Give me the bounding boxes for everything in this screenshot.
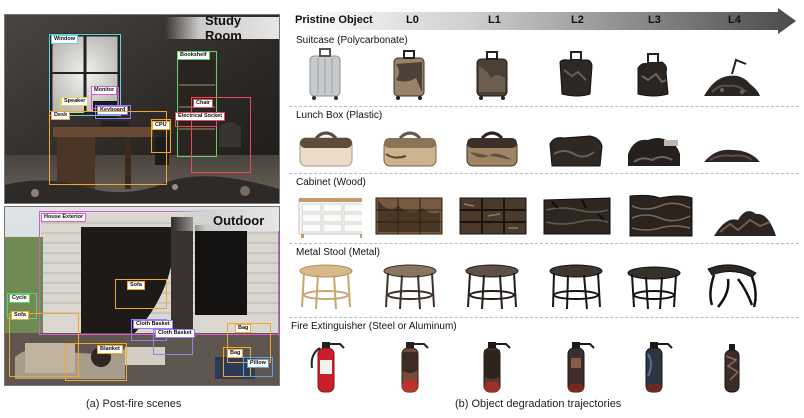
tag-bookshelf: Bookshelf — [177, 51, 210, 60]
outdoor-scene: House Exterior Sofa Cycle Sofa Cloth Bas… — [4, 206, 280, 386]
bbox-keyboard — [95, 105, 131, 119]
cabinet-pristine — [298, 198, 362, 238]
metal-stool-l3 — [627, 266, 681, 310]
metal-stool-pristine — [299, 264, 353, 310]
tag-blanket: Blanket — [97, 345, 123, 354]
tag-keyboard: Keyboard — [97, 106, 129, 115]
metal-stool-l2 — [549, 264, 603, 310]
degradation-arrow — [290, 8, 796, 34]
tag-speaker: Speaker — [61, 97, 89, 106]
row-separator — [289, 317, 799, 318]
tag-cpu: CPU — [152, 121, 170, 130]
col-head-l4: L4 — [728, 14, 741, 26]
suitcase-pristine — [309, 48, 341, 100]
tag-bag-1: Bag — [235, 324, 252, 333]
suitcase-l4 — [704, 58, 760, 96]
tag-chair: Chair — [193, 99, 214, 108]
tag-window: Window — [51, 35, 79, 44]
tag-bag-2: Bag — [227, 349, 244, 358]
tag-sofa-upper: Sofa — [127, 281, 145, 290]
bbox-blanket — [65, 343, 127, 381]
suitcase-l3 — [637, 53, 669, 97]
metal-stool-l0 — [383, 264, 437, 310]
metal-stool-l4 — [707, 264, 757, 308]
tag-monitor: Monitor — [91, 86, 118, 95]
tag-house-exterior: House Exterior — [41, 213, 87, 222]
cabinet-l4 — [714, 211, 776, 236]
cabinet-l3 — [629, 194, 693, 237]
lunch-box-l4 — [704, 149, 760, 162]
fire-extinguisher-pristine — [310, 342, 345, 393]
col-head-l2: L2 — [571, 14, 584, 26]
post-fire-scenes-panel: Window Monitor Bookshelf Speaker Keyboar… — [4, 14, 280, 398]
tag-electrical-socket: Electrical Socket — [175, 112, 226, 121]
tag-desk: Desk — [51, 111, 71, 120]
row-separator — [289, 243, 799, 244]
bbox-cpu — [151, 119, 171, 153]
lunch-box-l1 — [466, 131, 518, 167]
row-title-cabinet: Cabinet (Wood) — [296, 177, 366, 188]
tag-cycle: Cycle — [9, 294, 30, 303]
tag-sofa-lower: Sofa — [11, 311, 29, 320]
lunch-box-l0 — [383, 131, 437, 167]
row-separator — [289, 106, 799, 107]
fire-extinguisher-l2 — [567, 342, 595, 393]
suitcase-l1 — [476, 51, 508, 100]
tag-cloth-basket-1: Cloth Basket — [133, 320, 173, 329]
fire-extinguisher-l4 — [724, 344, 740, 393]
fire-extinguisher-l3 — [645, 342, 673, 393]
bbox-sofa-lower — [9, 313, 79, 377]
col-head-l1: L1 — [488, 14, 501, 26]
lunch-box-pristine — [299, 131, 353, 167]
caption-post-fire-scenes: (a) Post-fire scenes — [86, 398, 182, 410]
row-title-fire-extinguisher: Fire Extinguisher (Steel or Aluminum) — [291, 321, 457, 332]
lunch-box-l3 — [628, 138, 680, 166]
cabinet-l1 — [459, 197, 527, 235]
fire-extinguisher-l1 — [483, 342, 511, 393]
row-title-metal-stool: Metal Stool (Metal) — [296, 247, 380, 258]
bbox-desk — [49, 111, 167, 185]
tag-pillow: Pillow — [247, 359, 269, 368]
tag-cloth-basket-2: Cloth Basket — [155, 329, 195, 338]
bbox-window — [49, 34, 121, 116]
study-room-title: Study Room — [165, 15, 279, 43]
suitcase-l0 — [393, 50, 425, 100]
bbox-sofa-upper — [115, 279, 167, 309]
fire-extinguisher-l0 — [401, 342, 429, 393]
study-room-scene: Window Monitor Bookshelf Speaker Keyboar… — [4, 14, 280, 204]
suitcase-l2 — [559, 51, 593, 97]
col-head-l0: L0 — [406, 14, 419, 26]
row-title-lunch-box: Lunch Box (Plastic) — [296, 110, 383, 121]
col-head-pristine: Pristine Object — [295, 14, 373, 26]
col-head-l3: L3 — [648, 14, 661, 26]
cabinet-l2 — [543, 197, 611, 235]
caption-degradation-trajectories: (b) Object degradation trajectories — [455, 398, 622, 410]
cabinet-l0 — [375, 197, 443, 235]
outdoor-title: Outdoor — [173, 209, 279, 231]
bbox-chair — [191, 97, 251, 173]
metal-stool-l1 — [465, 264, 519, 310]
lunch-box-l2 — [549, 135, 603, 167]
row-separator — [289, 173, 799, 174]
bbox-pillow — [243, 357, 273, 377]
row-title-suitcase: Suitcase (Polycarbonate) — [296, 35, 408, 46]
